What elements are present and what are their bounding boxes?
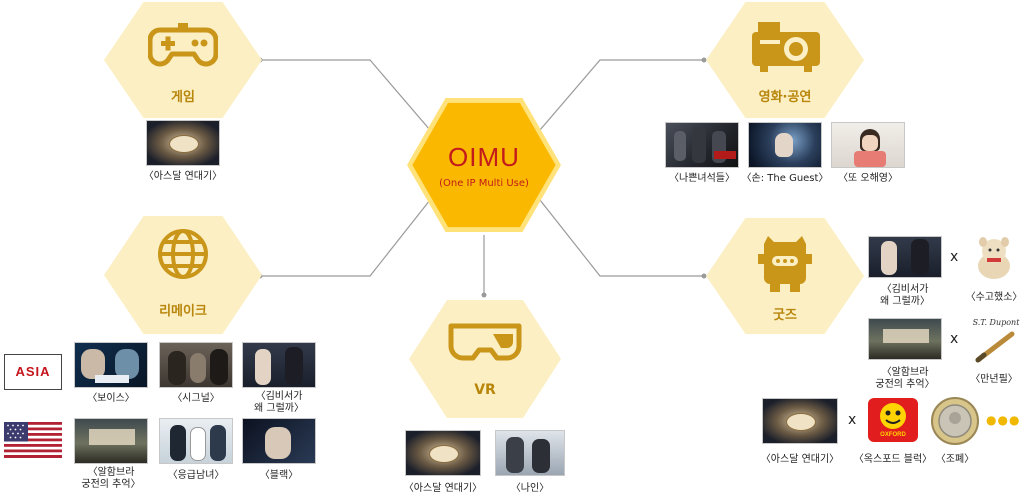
character-icon <box>758 236 812 292</box>
remake-caption-black: 〈블랙〉 <box>259 470 299 481</box>
remake-caption-secretary-kim: 〈김비서가 왜 그럴까〉 <box>254 391 304 414</box>
remake-label: 리메이크 <box>159 304 207 319</box>
connector-game <box>260 59 431 131</box>
remake-caption-alhambra: 〈알함브라 궁전의 추억〉 <box>81 467 141 490</box>
goods-caption-secretary-kim: 〈김비서가 왜 그럴까〉 <box>880 284 930 307</box>
commemorative-coin-icon <box>931 397 979 445</box>
game-caption-asdal: 〈아스달 연대기〉 <box>143 171 223 182</box>
goods-times-3: x <box>848 412 857 428</box>
game-hexagon: 게임 <box>104 2 262 118</box>
goods-caption-sugohaetso: 〈수고했소〉 <box>965 292 1023 303</box>
movie-caption-oh-hae-young: 〈또 오해영〉 <box>838 173 898 184</box>
movie-thumb-the-guest <box>748 122 822 168</box>
game-label: 게임 <box>171 90 195 105</box>
goods-caption-alhambra: 〈알함브라 궁전의 추억〉 <box>875 367 935 390</box>
vr-goggles-icon <box>448 323 522 361</box>
vr-thumb-asdal <box>405 430 481 476</box>
center-subtitle: (One IP Multi Use) <box>439 178 529 189</box>
remake-thumb-signal <box>159 342 233 388</box>
connector-movie <box>539 59 704 131</box>
movie-thumb-oh-hae-young <box>831 122 905 168</box>
goods-caption-asdal: 〈아스달 연대기〉 <box>760 454 840 465</box>
remake-thumb-voice <box>74 342 148 388</box>
movie-hexagon: 영화·공연 <box>706 2 864 118</box>
projector-icon <box>752 22 820 72</box>
globe-icon <box>158 229 208 279</box>
usa-flag <box>4 422 62 458</box>
center-title: OIMU <box>448 142 520 172</box>
remake-caption-emergency-couple: 〈응급남녀〉 <box>167 470 225 481</box>
vr-label: VR <box>474 382 496 398</box>
goods-times-1: x <box>950 249 959 265</box>
remake-caption-voice: 〈보이스〉 <box>87 393 135 404</box>
goods-label: 굿즈 <box>773 308 797 323</box>
connector-remake <box>260 199 431 277</box>
oxford-logo-text: OXFORD <box>880 432 906 438</box>
oxford-block-icon <box>868 398 918 442</box>
movie-thumb-bad-guys <box>665 122 739 168</box>
movie-label: 영화·공연 <box>758 90 812 105</box>
remake-thumb-emergency-couple <box>159 418 233 464</box>
remake-thumb-alhambra <box>74 418 148 464</box>
goods-caption-oxford-block: 〈옥스포드 블럭〉 <box>853 454 933 465</box>
vr-thumb-nine <box>495 430 565 476</box>
goods-caption-coin: 〈조폐〉 <box>935 454 975 465</box>
remake-thumb-black <box>242 418 316 464</box>
asia-flag: ASIA <box>4 354 62 390</box>
goods-thumb-alhambra <box>868 318 942 360</box>
vr-hexagon: VR <box>409 300 561 418</box>
goods-times-2: x <box>950 331 959 347</box>
remake-thumb-secretary-kim <box>242 342 316 388</box>
connector-goods <box>539 199 704 277</box>
game-thumb-asdal <box>146 120 220 166</box>
goods-thumb-secretary-kim <box>868 236 942 278</box>
more-dots: ●●● <box>986 413 1021 427</box>
fountain-pen-icon <box>975 331 1015 363</box>
goods-doll-icon <box>978 237 1010 279</box>
asia-flag-label: ASIA <box>15 364 51 379</box>
goods-hexagon: 굿즈 <box>706 218 864 334</box>
goods-caption-fountain-pen: 〈만년필〉 <box>970 374 1018 385</box>
remake-hexagon: 리메이크 <box>104 216 262 334</box>
movie-caption-bad-guys: 〈나쁜녀석들〉 <box>669 173 735 184</box>
vr-caption-nine: 〈나인〉 <box>510 483 550 494</box>
vr-caption-asdal: 〈아스달 연대기〉 <box>403 483 483 494</box>
dupont-brand-text: S.T. Dupont <box>972 318 1020 327</box>
remake-caption-signal: 〈시그널〉 <box>172 393 220 404</box>
movie-caption-the-guest: 〈손: The Guest〉 <box>741 173 829 184</box>
gamepad-icon <box>148 23 218 67</box>
goods-thumb-asdal <box>762 398 838 444</box>
center-hexagon: OIMU (One IP Multi Use) <box>407 98 561 232</box>
